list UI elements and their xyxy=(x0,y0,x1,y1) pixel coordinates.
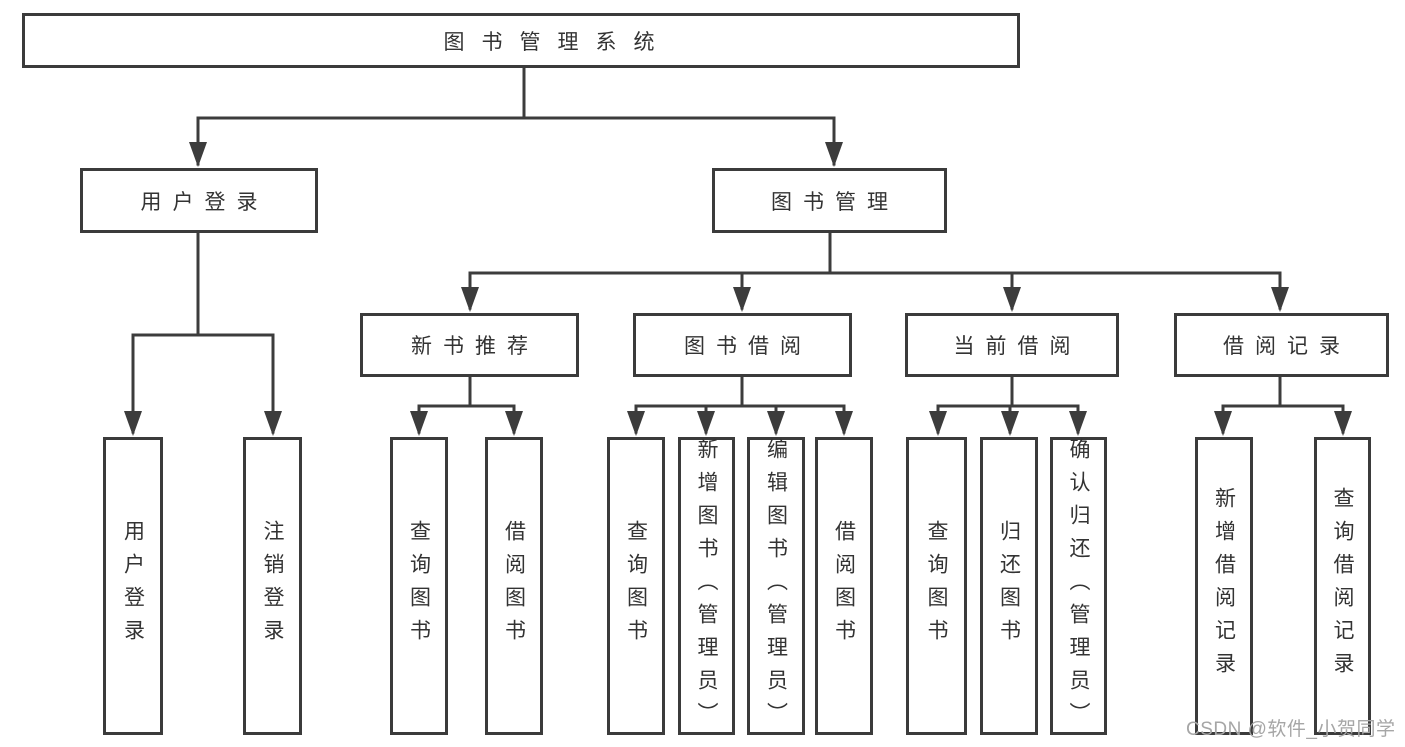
arrowhead xyxy=(264,411,282,436)
leaf-add-borrow-record: 新增借阅记录 xyxy=(1195,437,1253,735)
connector-new-book-children xyxy=(417,375,516,434)
leaf-return-book-label: 归还图书 xyxy=(997,520,1021,652)
leaf-confirm-return-admin-label: 确认归还（管理员） xyxy=(1067,437,1090,735)
leaf-edit-book-admin: 编辑图书（管理员） xyxy=(747,437,805,735)
leaf-query-books-borrow: 查询图书 xyxy=(607,437,665,735)
node-new-book-recommend-label: 新书推荐 xyxy=(411,335,539,358)
node-root-label: 图书管理系统 xyxy=(443,30,672,54)
arrowhead xyxy=(410,411,428,436)
connector-root-to-level2 xyxy=(196,64,836,166)
connector-user-login-children xyxy=(131,231,275,434)
leaf-edit-book-admin-label: 编辑图书（管理员） xyxy=(764,437,788,735)
connector-book-mgmt-children xyxy=(468,231,1282,310)
leaf-user-login: 用户登录 xyxy=(103,437,163,735)
connector-book-borrow-children xyxy=(634,375,846,434)
arrowhead xyxy=(627,411,645,436)
arrowhead xyxy=(825,142,843,167)
node-book-borrow-label: 图书借阅 xyxy=(684,335,812,358)
arrowhead xyxy=(733,287,751,312)
leaf-logout: 注销登录 xyxy=(243,437,302,735)
leaf-borrow-books-recommend-label: 借阅图书 xyxy=(502,520,526,652)
leaf-query-books-recommend: 查询图书 xyxy=(390,437,448,735)
node-book-borrow: 图书借阅 xyxy=(633,313,852,377)
node-user-login-label: 用户登录 xyxy=(140,190,269,214)
arrowhead xyxy=(929,411,947,436)
arrowhead xyxy=(505,411,523,436)
leaf-query-books-borrow-label: 查询图书 xyxy=(624,520,648,652)
arrowhead xyxy=(461,287,479,312)
leaf-add-borrow-record-label: 新增借阅记录 xyxy=(1212,487,1236,685)
leaf-confirm-return-admin: 确认归还（管理员） xyxy=(1050,437,1107,735)
leaf-borrow-books: 借阅图书 xyxy=(815,437,873,735)
leaf-logout-label: 注销登录 xyxy=(261,520,284,652)
leaf-query-borrow-record: 查询借阅记录 xyxy=(1314,437,1371,735)
node-current-borrow-label: 当前借阅 xyxy=(953,335,1082,358)
leaf-query-borrow-record-label: 查询借阅记录 xyxy=(1331,487,1354,685)
leaf-query-books-recommend-label: 查询图书 xyxy=(407,520,431,652)
node-book-management-label: 图书管理 xyxy=(771,190,899,214)
arrowhead xyxy=(697,411,715,436)
arrowhead xyxy=(1003,287,1021,312)
arrowhead xyxy=(1069,411,1087,436)
arrowhead xyxy=(1271,287,1289,312)
node-borrow-records-label: 借阅记录 xyxy=(1223,335,1351,358)
leaf-borrow-books-recommend: 借阅图书 xyxy=(485,437,543,735)
arrowhead xyxy=(835,411,853,436)
leaf-add-book-admin-label: 新增图书（管理员） xyxy=(695,437,718,735)
leaf-add-book-admin: 新增图书（管理员） xyxy=(678,437,735,735)
arrowhead xyxy=(124,411,142,436)
leaf-user-login-label: 用户登录 xyxy=(121,520,145,652)
arrowhead xyxy=(1001,411,1019,436)
leaf-return-book: 归还图书 xyxy=(980,437,1038,735)
node-current-borrow: 当前借阅 xyxy=(905,313,1119,377)
leaf-query-books-current: 查询图书 xyxy=(906,437,967,735)
arrowhead xyxy=(767,411,785,436)
arrowhead xyxy=(189,142,207,167)
node-book-management: 图书管理 xyxy=(712,168,947,233)
node-user-login: 用户登录 xyxy=(80,168,318,233)
leaf-borrow-books-label: 借阅图书 xyxy=(832,520,856,652)
arrowhead xyxy=(1214,411,1232,436)
arrowhead xyxy=(1334,411,1352,436)
leaf-query-books-current-label: 查询图书 xyxy=(925,520,948,652)
node-borrow-records: 借阅记录 xyxy=(1174,313,1389,377)
node-new-book-recommend: 新书推荐 xyxy=(360,313,579,377)
connector-records-children xyxy=(1221,375,1345,434)
node-root: 图书管理系统 xyxy=(22,13,1020,68)
watermark: CSDN @软件_小贺同学 xyxy=(1186,719,1396,740)
